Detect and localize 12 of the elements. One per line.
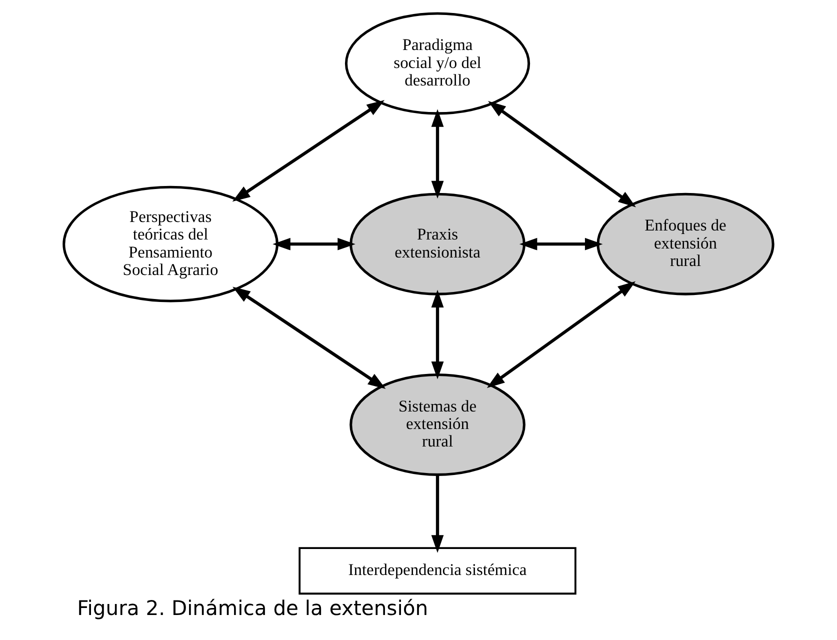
arrow (431, 475, 444, 553)
arrow (488, 101, 636, 208)
arrow (232, 286, 386, 389)
node-ellipse: Praxis extensionista (350, 192, 526, 296)
node-box: Interdependencia sistémica (298, 547, 576, 595)
arrow (519, 238, 603, 250)
arrow (431, 109, 444, 199)
arrow (272, 238, 356, 250)
arrow (431, 290, 444, 380)
caption: Figura 2. Dinámica de la extensión (77, 596, 428, 620)
arrow (232, 100, 385, 202)
arrow (486, 281, 636, 388)
